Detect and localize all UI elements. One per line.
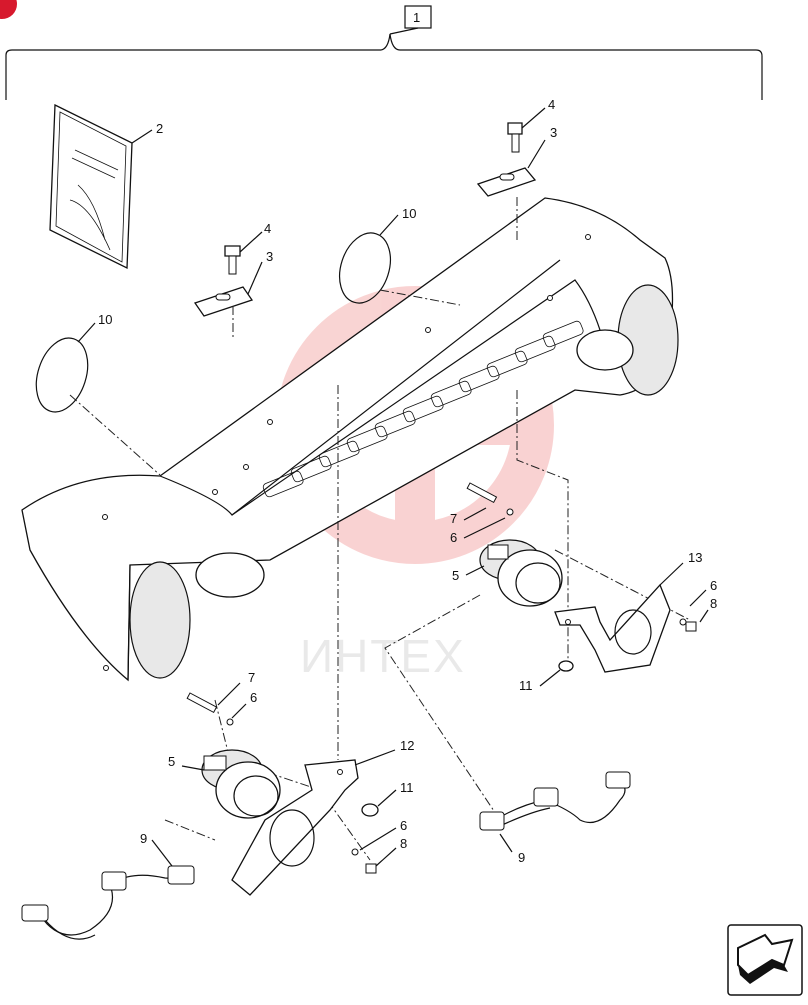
callout-4: 4 [548,97,555,112]
manual-booklet [49,103,153,270]
callout-13: 13 [688,550,702,565]
callout-11: 11 [519,678,533,693]
callout-6: 6 [710,578,717,593]
callout-7: 7 [248,670,255,685]
o-ring-upper [339,214,399,304]
callout-9: 9 [140,831,147,846]
callout-12: 12 [400,738,414,753]
o-ring-left [35,322,96,413]
callout-7: 7 [450,511,457,526]
callout-6: 6 [450,530,457,545]
callout-2: 2 [156,121,163,136]
brand-badge-icon [0,0,17,19]
work-lamp-right [463,482,563,607]
callout-10: 10 [98,312,112,327]
callout-5: 5 [452,568,459,583]
callout-3: 3 [550,125,557,140]
callout-11: 11 [400,780,414,795]
callout-labels: 2 4 3 4 3 10 10 7 6 5 13 6 8 11 7 6 5 12… [98,97,717,865]
work-lamp-left [181,682,281,819]
callout-5: 5 [168,754,175,769]
callout-9: 9 [518,850,525,865]
hardware-right [539,589,709,687]
light-bar-housing [21,197,679,682]
callout-6: 6 [400,818,407,833]
callout-8: 8 [710,596,717,611]
callout-4: 4 [264,221,271,236]
mount-plate-right [476,107,546,197]
hardware-left [351,789,397,874]
watermark-text: ИНТЕХ [300,630,466,682]
callout-10: 10 [402,206,416,221]
assembly-lines [69,197,691,861]
wiring-harness-left [21,839,195,940]
callout-8: 8 [400,836,407,851]
lamp-bracket-right [554,562,684,673]
next-page-arrow-icon[interactable] [727,924,803,996]
callout-6: 6 [250,690,257,705]
mount-plate-left [193,231,263,317]
assembly-label: 1 [413,10,420,25]
lamp-bracket-left [231,749,396,896]
wiring-harness-right [479,771,631,853]
assembly-bracket: 1 [5,5,763,100]
callout-3: 3 [266,249,273,264]
